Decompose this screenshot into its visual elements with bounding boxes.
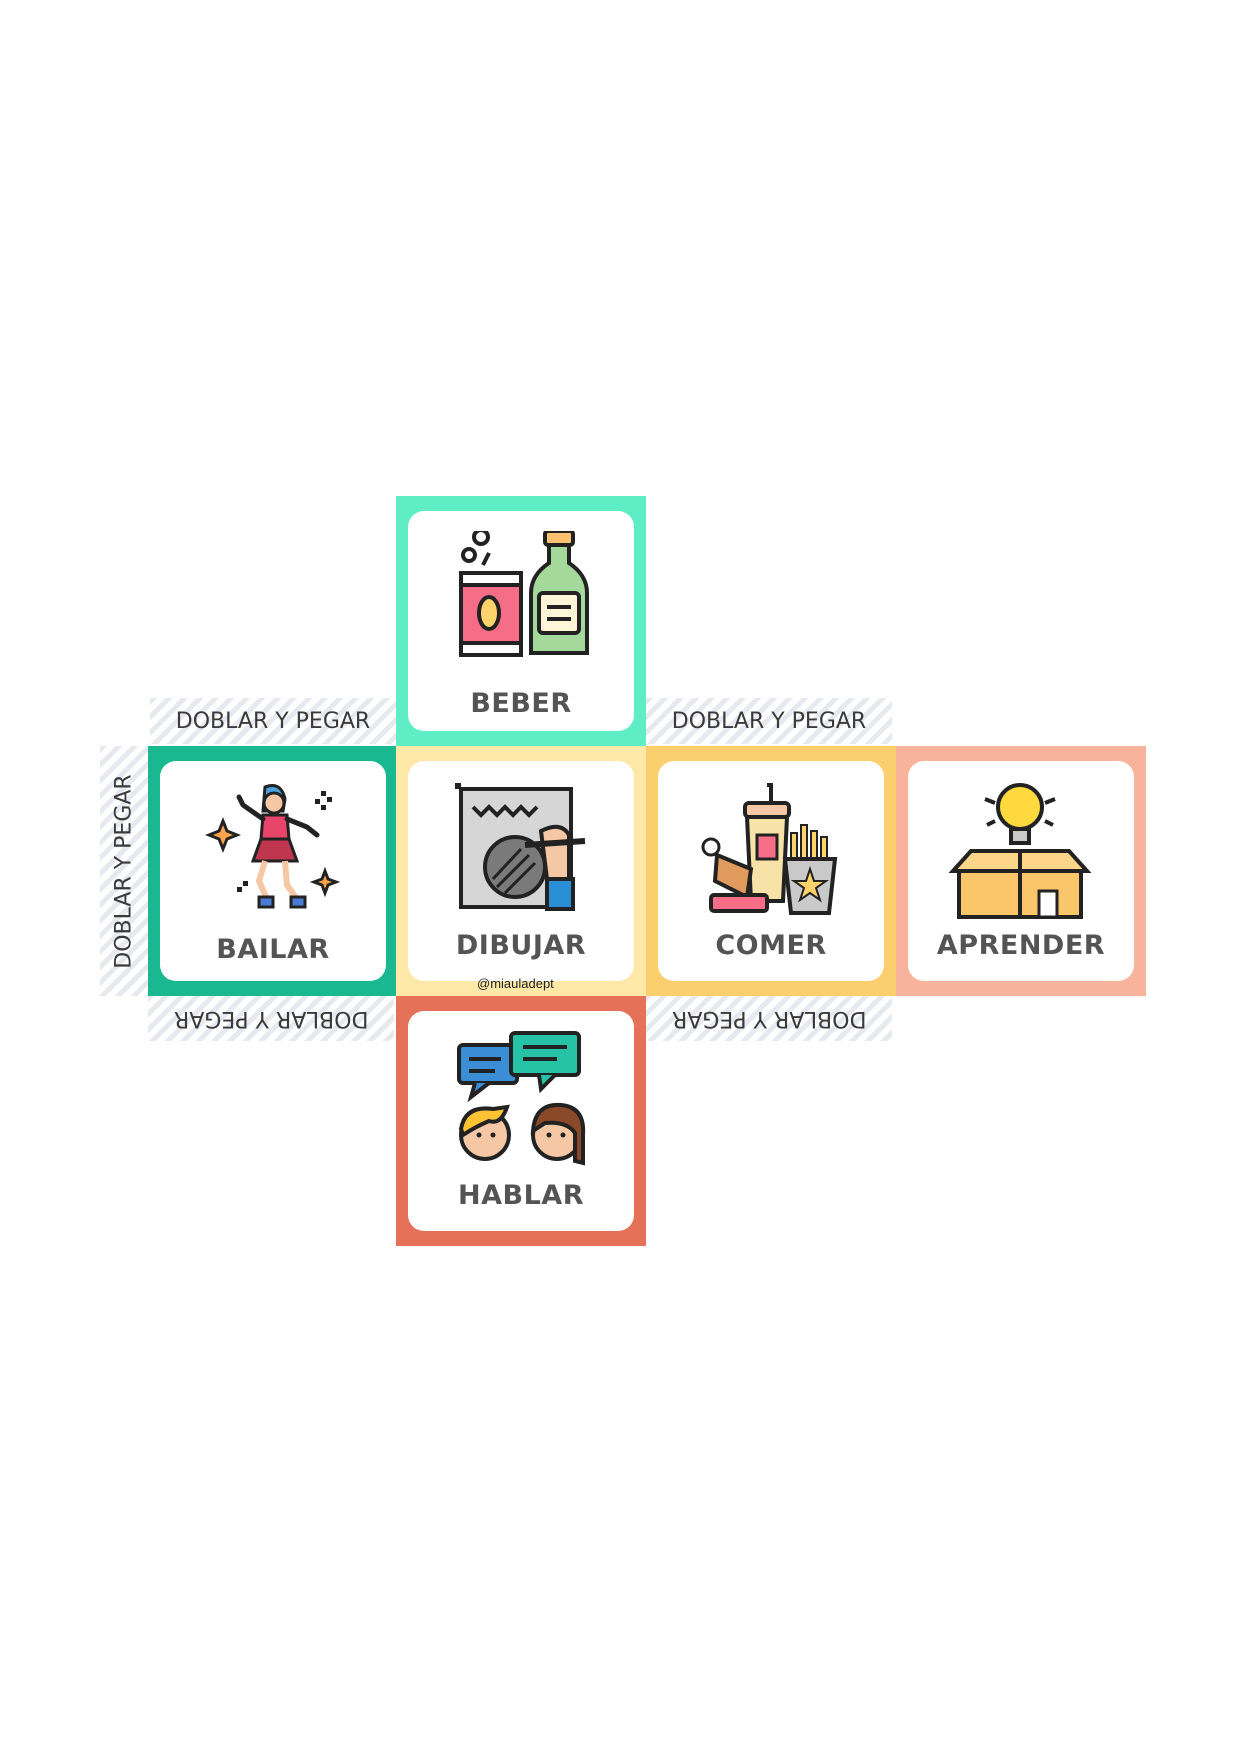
face-label: HABLAR — [458, 1180, 584, 1211]
credit-handle: @miauladept — [477, 976, 554, 991]
fold-tab-label: DOBLAR Y PEGAR — [111, 773, 137, 969]
face-label: DIBUJAR — [455, 930, 587, 961]
card: HABLAR — [408, 1011, 634, 1231]
fold-tab-bottom-left: DOBLAR Y PEGAR — [148, 995, 394, 1041]
face-dibujar: DIBUJAR — [396, 746, 646, 996]
fold-tab-left: DOBLAR Y PEGAR — [100, 746, 148, 996]
face-bailar: BAILAR — [148, 746, 398, 996]
fold-tab-label: DOBLAR Y PEGAR — [173, 1005, 369, 1031]
fold-tab-label: DOBLAR Y PEGAR — [175, 708, 371, 734]
face-label: COMER — [715, 930, 827, 961]
idea-box-icon — [948, 783, 1092, 919]
fold-tab-top-right: DOBLAR Y PEGAR — [646, 698, 892, 744]
card: DIBUJAR — [408, 761, 634, 981]
fast-food-icon — [701, 783, 838, 915]
fold-tab-label: DOBLAR Y PEGAR — [671, 1005, 867, 1031]
drawing-icon — [455, 783, 586, 911]
face-hablar: HABLAR — [396, 996, 646, 1246]
card: BAILAR — [160, 761, 386, 981]
face-comer: COMER — [646, 746, 896, 996]
drinks-icon — [459, 531, 589, 657]
fold-tab-label: DOBLAR Y PEGAR — [671, 708, 867, 734]
face-aprender: APRENDER — [896, 746, 1146, 996]
face-label: BEBER — [470, 688, 572, 719]
face-label: APRENDER — [936, 930, 1106, 961]
card: COMER — [658, 761, 884, 981]
card: APRENDER — [908, 761, 1134, 981]
face-beber: BEBER — [396, 496, 646, 746]
fold-tab-bottom-right: DOBLAR Y PEGAR — [646, 995, 892, 1041]
face-label: BAILAR — [216, 934, 330, 965]
card: BEBER — [408, 511, 634, 731]
conversation-icon — [457, 1031, 586, 1166]
dancer-icon — [204, 784, 341, 909]
fold-tab-top-left: DOBLAR Y PEGAR — [150, 698, 396, 744]
